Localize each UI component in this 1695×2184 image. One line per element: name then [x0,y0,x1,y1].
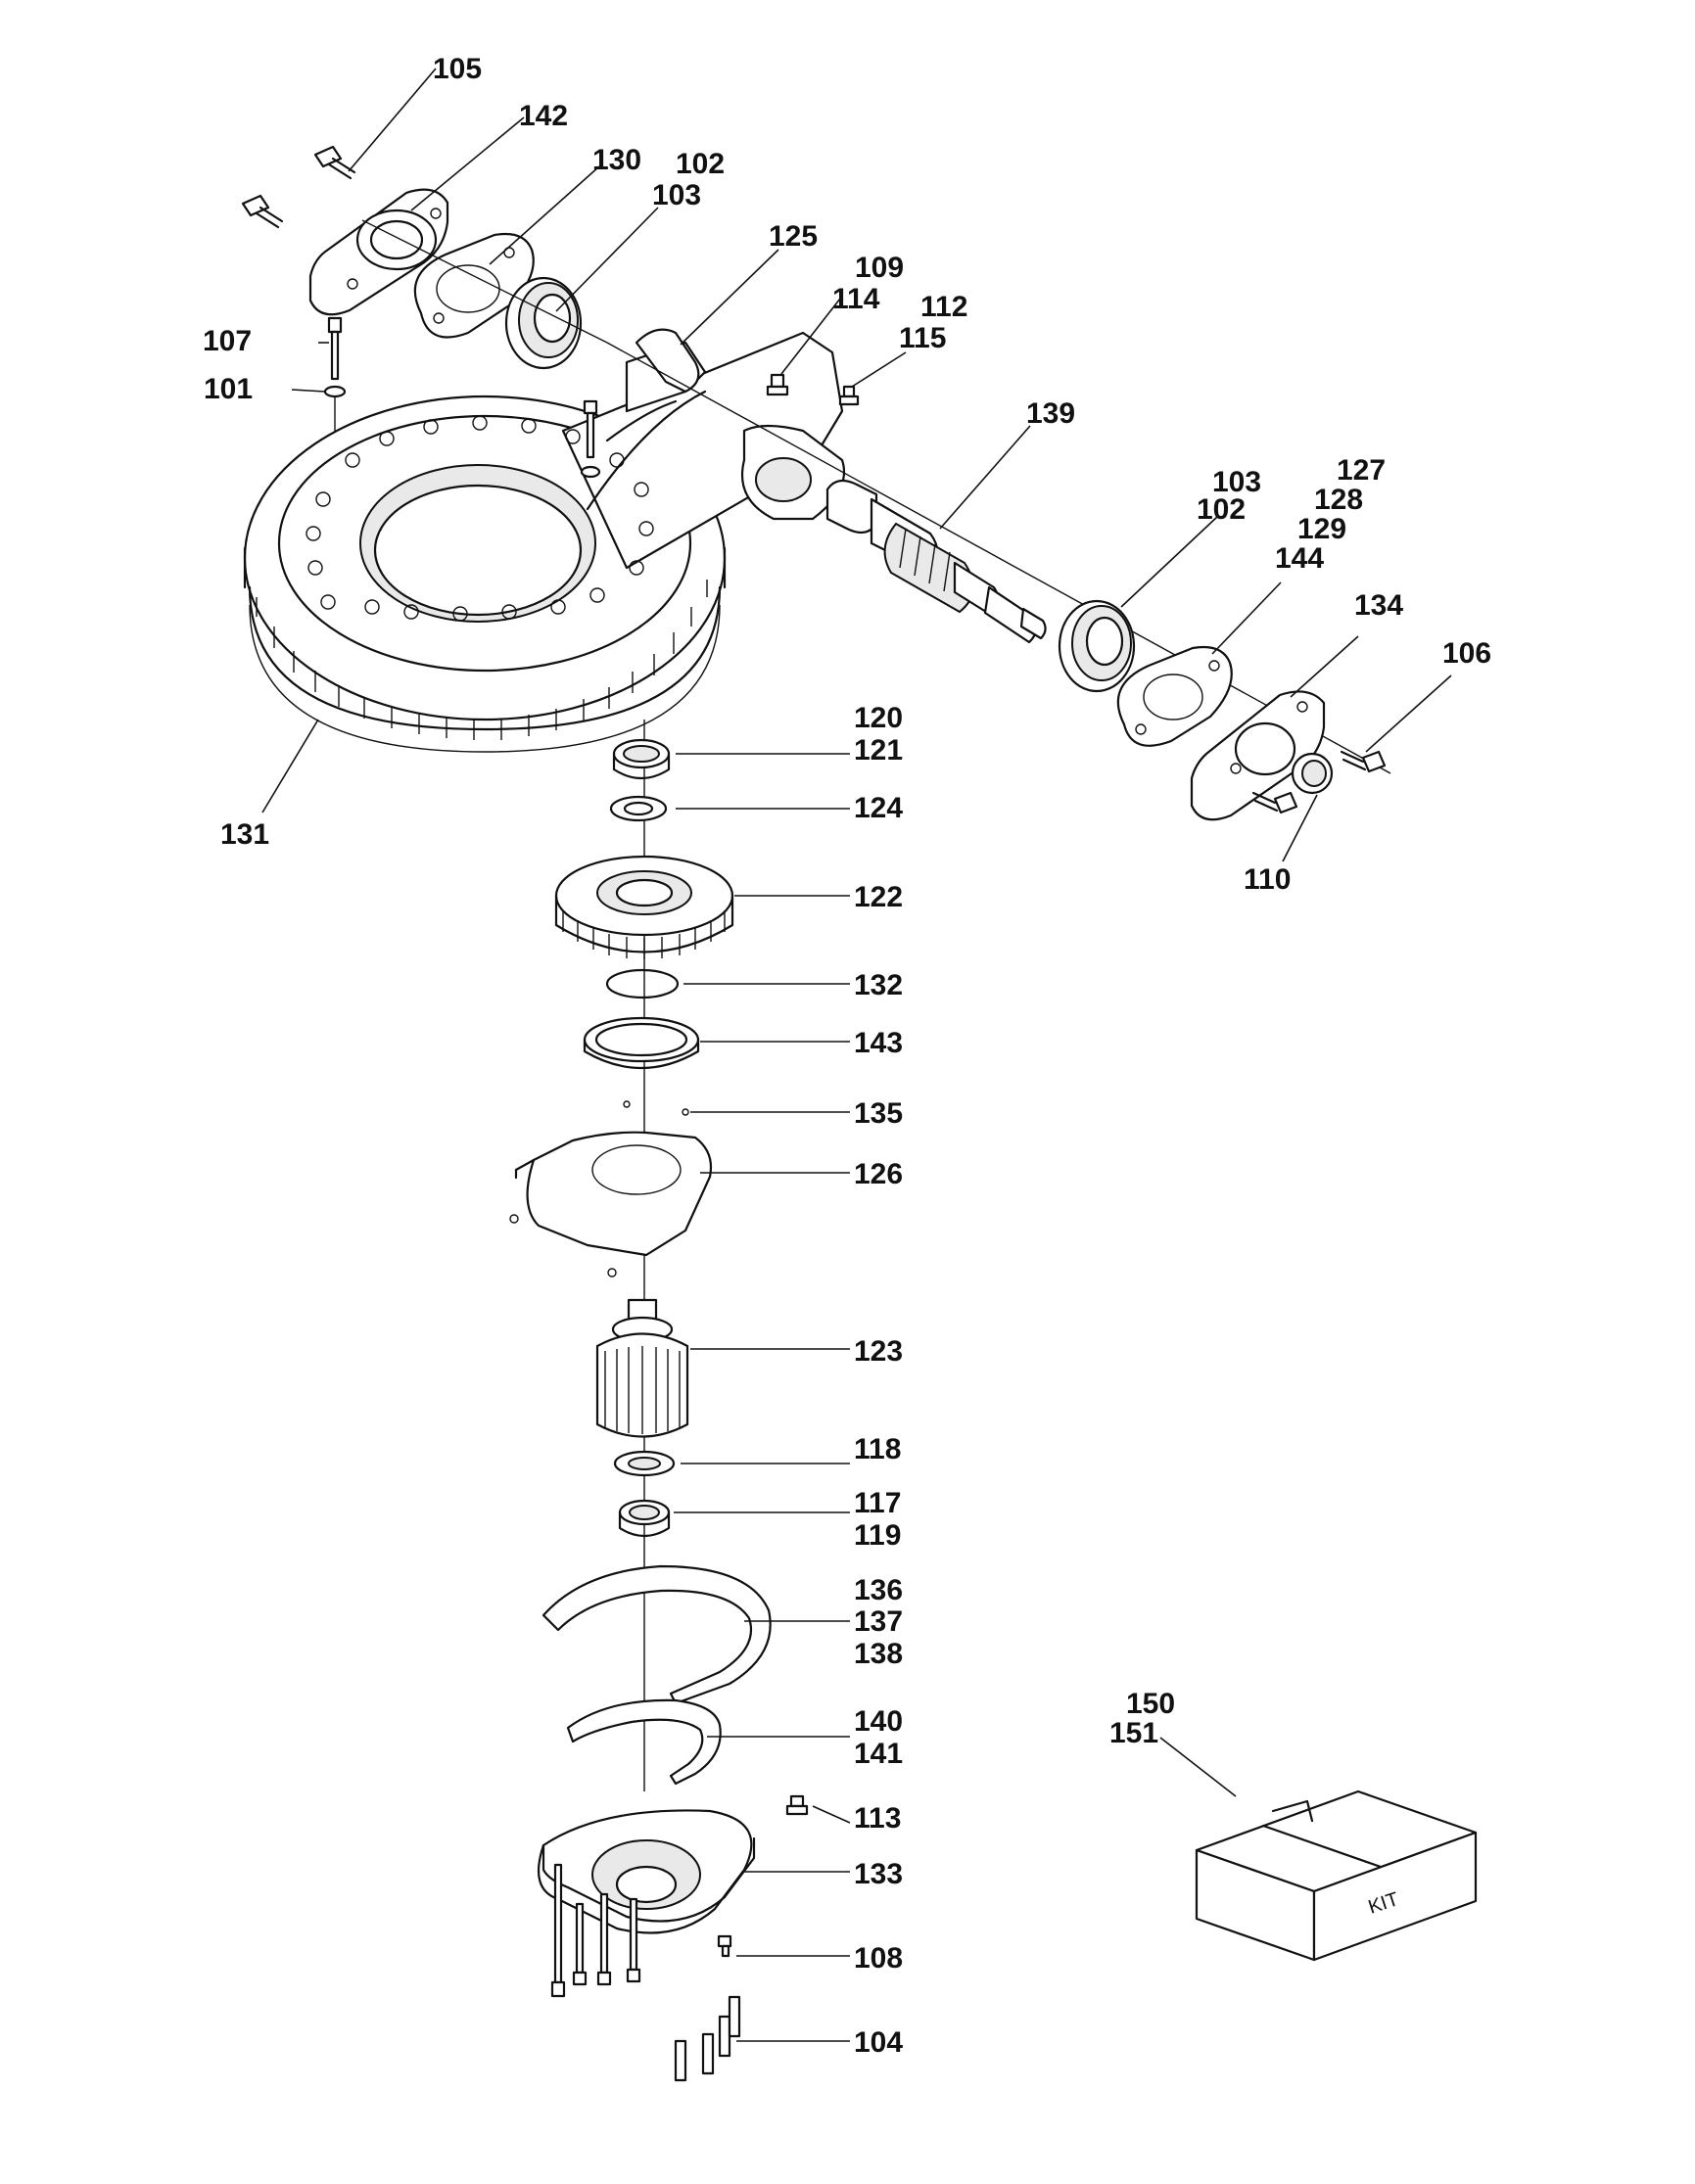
bearing-102-103-upper[interactable] [504,276,583,370]
callout-103-upper: 103 [652,179,701,211]
callout-128: 128 [1314,484,1363,516]
callout-129: 129 [1297,513,1346,545]
bolt-106[interactable] [1340,750,1387,773]
grease-fitting-109-114[interactable] [766,373,789,396]
carrier-housing-133[interactable] [537,1809,756,1934]
flange-housing-142[interactable] [308,188,449,316]
callout-142: 142 [519,100,568,132]
callout-109: 109 [855,252,904,284]
screw-135[interactable] [623,1100,689,1116]
callout-137: 137 [854,1605,903,1638]
callout-120: 120 [854,702,903,734]
plug-108[interactable] [717,1934,732,1958]
gasket-130[interactable] [413,232,535,339]
bolt-upper-right[interactable] [580,399,601,479]
bolt-107[interactable] [327,316,343,381]
callout-117: 117 [854,1487,901,1519]
worm-shaft-139[interactable] [825,479,1047,644]
callout-134: 134 [1354,589,1403,622]
flange-cover-134[interactable] [1190,690,1326,821]
callout-115: 115 [899,322,946,354]
washer-118[interactable] [613,1450,676,1477]
callout-135: 135 [854,1097,903,1130]
axis-line-upper [361,219,608,344]
callout-114: 114 [832,283,880,315]
callout-130: 130 [592,144,641,176]
callout-132: 132 [854,969,903,1001]
leader-lines [261,68,1452,2042]
callout-151: 151 [1109,1717,1158,1749]
callout-140: 140 [854,1705,903,1738]
callout-123: 123 [854,1335,903,1368]
callout-144: 144 [1275,542,1324,575]
callout-138: 138 [854,1638,903,1670]
seal-ring-143[interactable] [583,1016,700,1070]
callout-101: 101 [204,373,253,405]
callout-108: 108 [854,1942,903,1975]
bearing-117-119[interactable] [618,1499,671,1538]
callout-105: 105 [433,53,482,85]
callout-104: 104 [854,2026,903,2059]
callout-102-lower: 102 [1197,493,1246,526]
sun-gear-123[interactable] [595,1298,689,1438]
plug-112-115[interactable] [838,385,860,406]
callout-150: 150 [1126,1688,1175,1720]
plate-126[interactable] [509,1131,713,1278]
bolt-holes [306,415,654,622]
callout-125: 125 [769,220,818,253]
callout-131: 131 [220,818,269,851]
callout-119: 119 [854,1519,901,1552]
callout-136: 136 [854,1574,903,1606]
callout-127: 127 [1337,454,1386,487]
washer-101[interactable] [323,385,347,398]
callout-118: 118 [854,1433,901,1465]
callout-122: 122 [854,881,903,913]
callout-103-lower: 103 [1212,466,1261,498]
callout-126: 126 [854,1158,903,1190]
bolt-106-lower[interactable] [1251,791,1298,814]
kit-box[interactable]: KIT [1195,1789,1478,1962]
bolt-105[interactable] [313,145,356,180]
callout-110: 110 [1244,863,1291,896]
callout-139: 139 [1026,397,1075,430]
callout-112: 112 [920,291,967,323]
gear-122[interactable] [554,855,734,959]
snap-ring-132[interactable] [605,968,680,999]
axis-line-worm [606,342,1391,774]
housing-arm-125[interactable] [277,328,846,673]
bearing-120-121[interactable] [612,738,671,780]
callout-labels: 105 142 130 102 103 125 109 114 112 115 … [203,53,1491,2059]
callout-141: 141 [854,1738,903,1770]
plug-113[interactable] [785,1794,809,1816]
callout-143: 143 [854,1027,903,1059]
callout-107: 107 [203,325,252,357]
bearing-102-103-lower[interactable] [1058,599,1136,693]
shim-136-137-138[interactable] [541,1564,772,1705]
callout-133: 133 [854,1858,903,1890]
callout-106: 106 [1442,637,1491,670]
seal-110[interactable] [1291,752,1334,795]
bolt-142-pair[interactable] [241,194,284,229]
shim-140-141[interactable] [566,1698,722,1786]
callout-121: 121 [854,734,903,767]
callout-102-upper: 102 [676,148,725,180]
washer-124[interactable] [609,795,668,822]
bolts-104-lower[interactable] [674,1995,741,2082]
bolts-104-upper[interactable] [550,1863,641,1998]
gasket-144[interactable] [1116,645,1233,747]
callout-113: 113 [854,1802,901,1835]
callout-124: 124 [854,792,903,824]
